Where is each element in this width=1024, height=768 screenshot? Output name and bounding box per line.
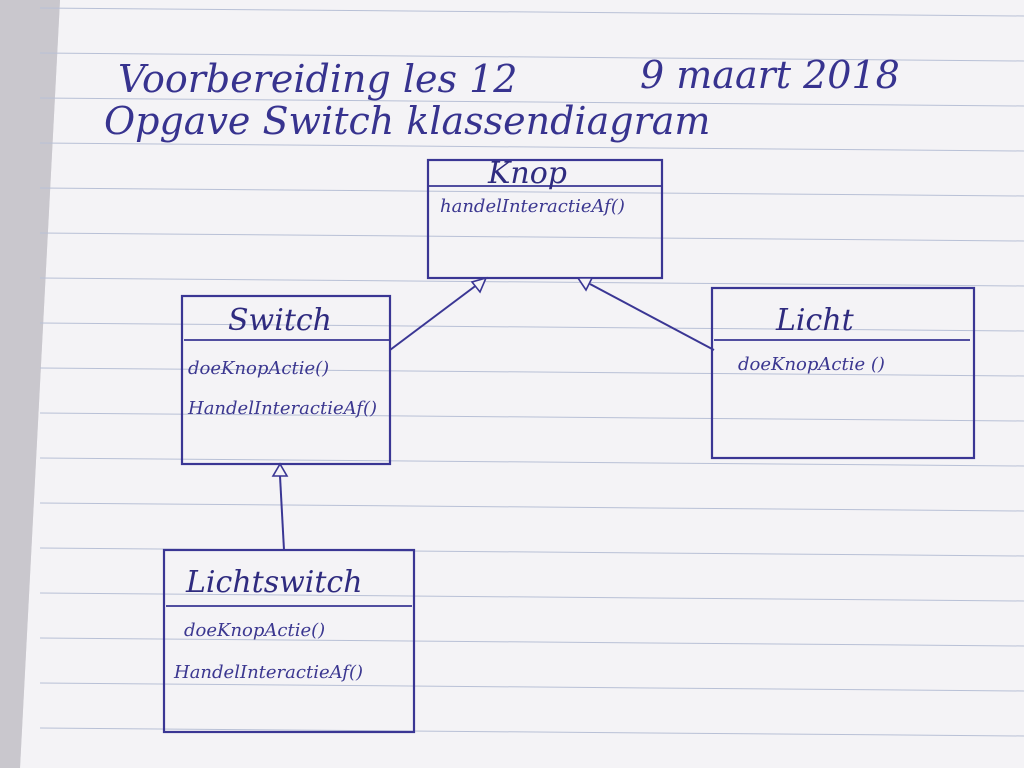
class-lichtswitch: Lichtswitch doeKnopActie() HandelInterac… — [162, 548, 416, 734]
class-knop: Knop handelInteractieAf() — [426, 156, 664, 280]
class-lichtswitch-name: Lichtswitch — [185, 565, 363, 600]
ruled-line-1 — [39, 52, 1024, 62]
class-lichtswitch-box — [162, 548, 416, 734]
inheritance-switch-knop-line — [389, 283, 479, 351]
ruled-lines — [39, 7, 1024, 737]
ruled-line-10 — [39, 457, 1024, 467]
ruled-line-15 — [39, 682, 1024, 692]
class-licht: Licht doeKnopActie () — [710, 286, 976, 460]
ruled-line-16 — [39, 727, 1024, 737]
ruled-line-2 — [39, 97, 1024, 107]
ruled-line-7 — [39, 322, 1024, 332]
inheritance-lichtswitch-switch-arrow — [271, 462, 289, 477]
ruled-line-5 — [39, 232, 1024, 242]
paper-edge — [0, 0, 60, 768]
ruled-line-13 — [39, 592, 1024, 602]
ruled-line-4 — [39, 187, 1024, 197]
class-switch-method-2: HandelInteractieAf() — [187, 398, 377, 419]
class-lichtswitch-method-1: doeKnopActie() — [184, 620, 325, 641]
ruled-line-14 — [39, 637, 1024, 647]
ruled-line-3 — [39, 142, 1024, 152]
class-switch: Switch doeKnopActie() HandelInteractieAf… — [180, 294, 392, 466]
inheritance-switch-knop-arrow — [470, 276, 488, 294]
title-line-1: Voorbereiding les 12 — [118, 57, 517, 101]
inheritance-licht-knop-arrow — [576, 277, 594, 292]
class-lichtswitch-method-2: HandelInteractieAf() — [173, 662, 363, 683]
ruled-line-8 — [39, 367, 1024, 377]
class-switch-box — [180, 294, 392, 466]
class-knop-name: Knop — [487, 156, 567, 191]
class-licht-box — [710, 286, 976, 460]
title-date: 9 maart 2018 — [640, 53, 900, 97]
inheritance-licht-knop-line — [589, 283, 715, 351]
inheritance-lichtswitch-switch-line — [279, 475, 285, 551]
title-line-2: Opgave Switch klassendiagram — [104, 99, 710, 143]
class-knop-box — [426, 158, 664, 280]
paper-sheet — [20, 0, 1024, 768]
ruled-line-0 — [39, 7, 1024, 17]
class-switch-method-1: doeKnopActie() — [188, 358, 329, 379]
class-knop-method-1: handelInteractieAf() — [440, 196, 625, 217]
ruled-line-6 — [39, 277, 1024, 287]
class-licht-method-1: doeKnopActie () — [738, 354, 885, 375]
ruled-line-11 — [39, 502, 1024, 512]
ruled-line-9 — [39, 412, 1024, 422]
class-switch-name: Switch — [228, 303, 332, 338]
class-licht-name: Licht — [775, 303, 855, 338]
